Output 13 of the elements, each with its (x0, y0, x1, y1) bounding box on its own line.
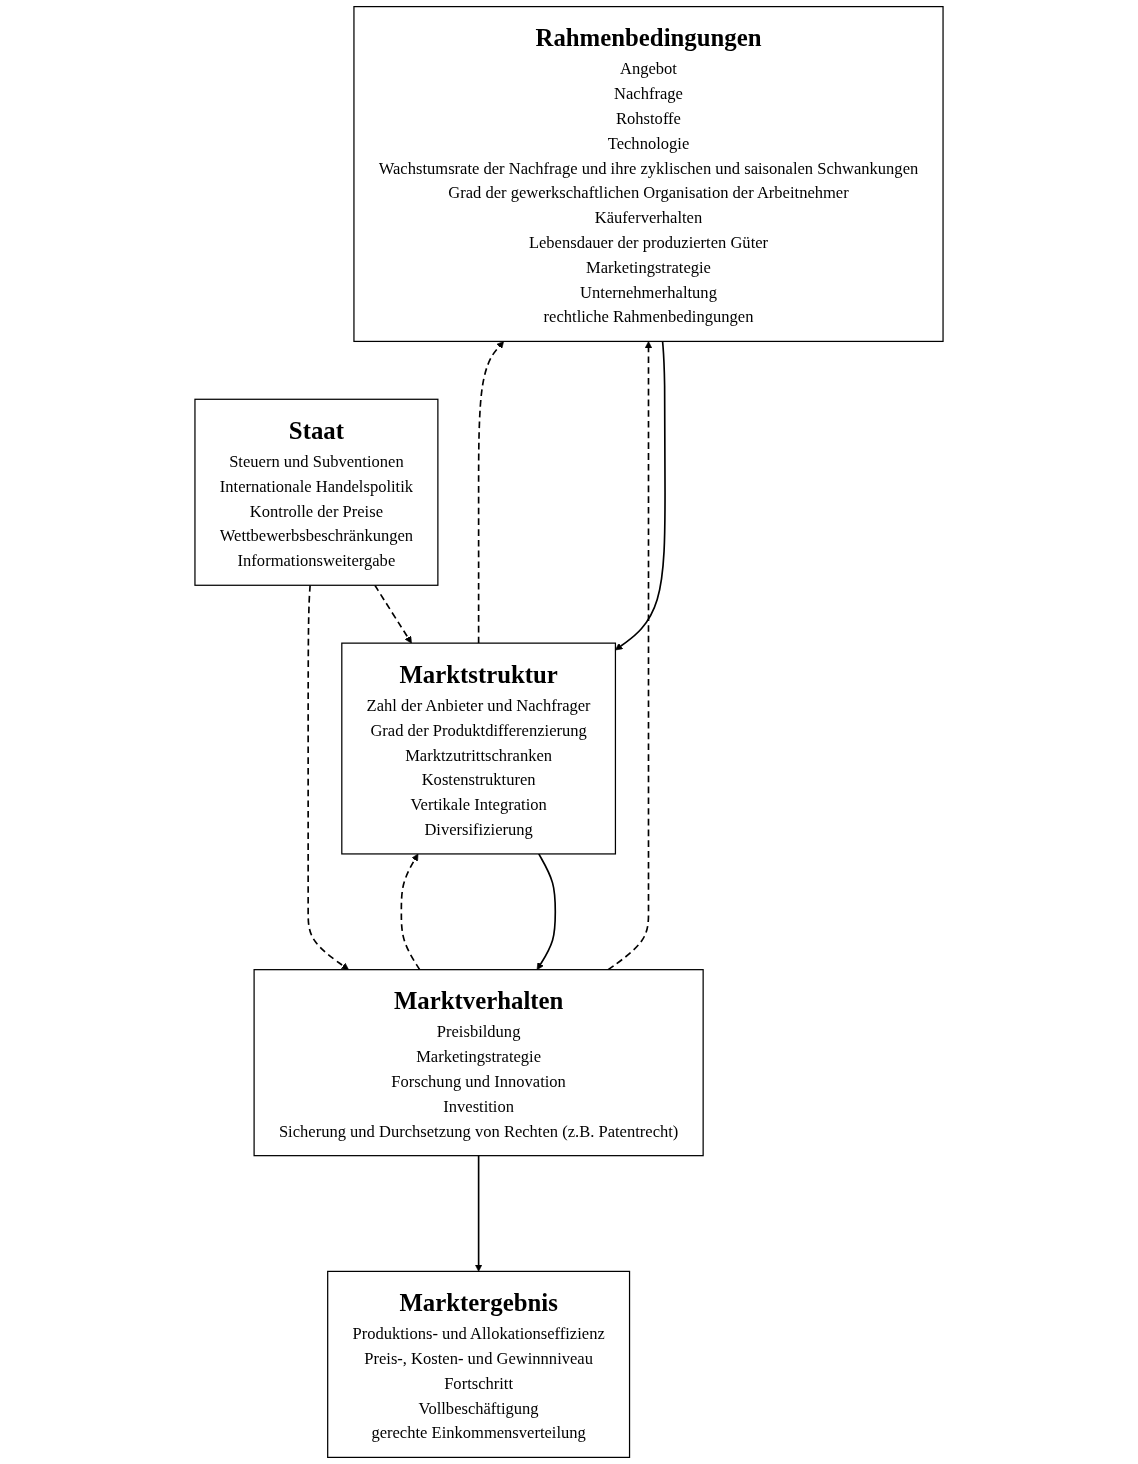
arrow (615, 340, 666, 651)
node-box: Rahmenbedingungen Angebot Nachfrage Rohstoffe Technologie Wachstumsrate der Nachfrage und ihre zyklischen und saisonalen Schwankungen Grad der gewerkschaftlichen Organisation der Arbeitnehmer Käuferverhalten Lebensdauer der produzierten Güter Marketingstrategie Unternehmerhaltung rechtliche Rahmenbedingungen (353, 6, 944, 343)
node-box: Marktverhalten Preisbildung Marketingstrategie Forschung und Innovation Investition Sicherung und Durchsetzung von Rechten (z.B. Patentrecht) (253, 969, 704, 1157)
arrow (607, 341, 653, 971)
node-box: Staat Steuern und Subventionen Internationale Handelspolitik Kontrolle der Preise Wettbewerbsbeschränkungen Informationsweitergabe (194, 398, 439, 586)
arrow (400, 853, 421, 971)
arrow (477, 341, 504, 644)
arrow (374, 584, 412, 644)
node-box: Marktergebnis Produktions- und Allokationseffizienz Preis-, Kosten- und Gewinnniveau Fortschritt Vollbeschäftigung gerechte Einkommensverteilung (327, 1270, 631, 1458)
node-box: Marktstruktur Zahl der Anbieter und Nachfrager Grad der Produktdifferenzierung Marktzutrittschranken Kostenstrukturen Vertikale Integration Diversifizierung (341, 642, 617, 855)
arrow (475, 1154, 483, 1272)
arrow (307, 584, 349, 970)
arrow (536, 853, 557, 970)
